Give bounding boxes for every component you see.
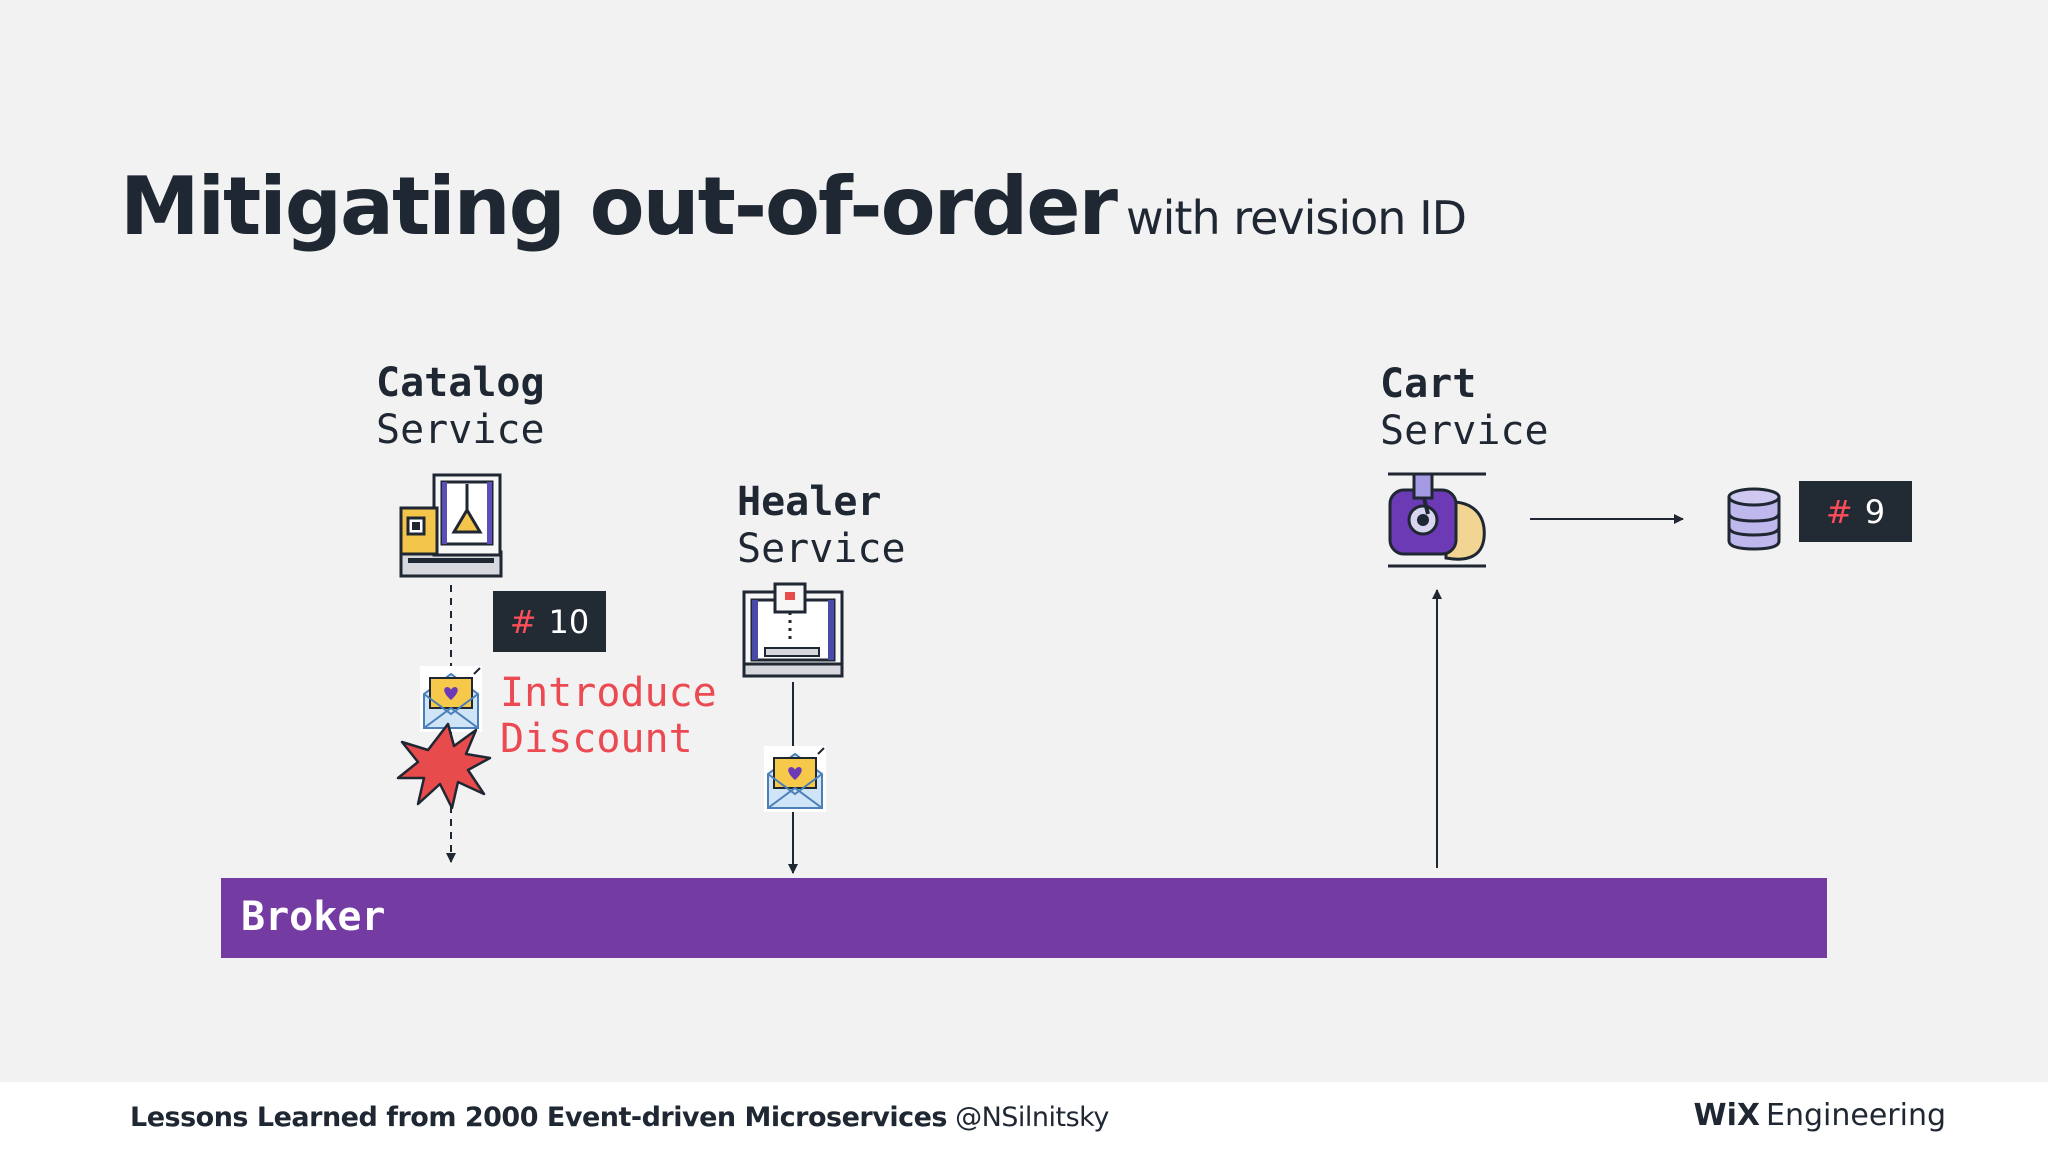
cart-service-suffix: Service (1380, 408, 1549, 454)
revision-badge-catalog: #10 (493, 591, 606, 652)
catalog-service-name: Catalog (376, 360, 545, 406)
revision-value: 10 (548, 602, 590, 641)
footer-talk-info: Lessons Learned from 2000 Event-driven M… (130, 1102, 1109, 1133)
title-main: Mitigating out-of-order (120, 160, 1118, 253)
revision-hash: # (1825, 492, 1853, 531)
revision-hash: # (509, 602, 537, 641)
revision-value: 9 (1864, 492, 1886, 531)
healer-service-name: Healer (737, 479, 882, 525)
logo-engineering: Engineering (1766, 1098, 1946, 1133)
title-sub: with revision ID (1126, 191, 1467, 245)
broker-bar: Broker (221, 878, 1827, 958)
catalog-service-suffix: Service (376, 407, 545, 453)
logo-wix: WiX (1693, 1098, 1760, 1133)
broker-label: Broker (241, 894, 386, 940)
database-icon (1727, 487, 1781, 551)
cart-service-name: Cart (1380, 361, 1477, 407)
catalog-service-label: Catalog Service (376, 360, 545, 454)
healer-service-suffix: Service (737, 526, 906, 572)
talk-title: Lessons Learned from 2000 Event-driven M… (130, 1102, 947, 1133)
robot-arm-icon (1388, 472, 1486, 568)
envelope-heart-icon (764, 746, 826, 812)
event-label-line1: Introduce (500, 670, 717, 716)
revision-badge-db: #9 (1799, 481, 1912, 542)
factory-machine-icon (399, 473, 503, 578)
footer: Lessons Learned from 2000 Event-driven M… (0, 1082, 2048, 1152)
event-label-line2: Discount (500, 716, 693, 762)
cart-service-label: Cart Service (1380, 361, 1549, 455)
speaker-handle: @NSilnitsky (955, 1102, 1109, 1133)
envelope-heart-icon (420, 666, 482, 732)
healer-service-label: Healer Service (737, 479, 906, 573)
3d-printer-icon (742, 582, 844, 678)
explosion-icon (396, 722, 492, 810)
event-label: Introduce Discount (500, 670, 717, 762)
